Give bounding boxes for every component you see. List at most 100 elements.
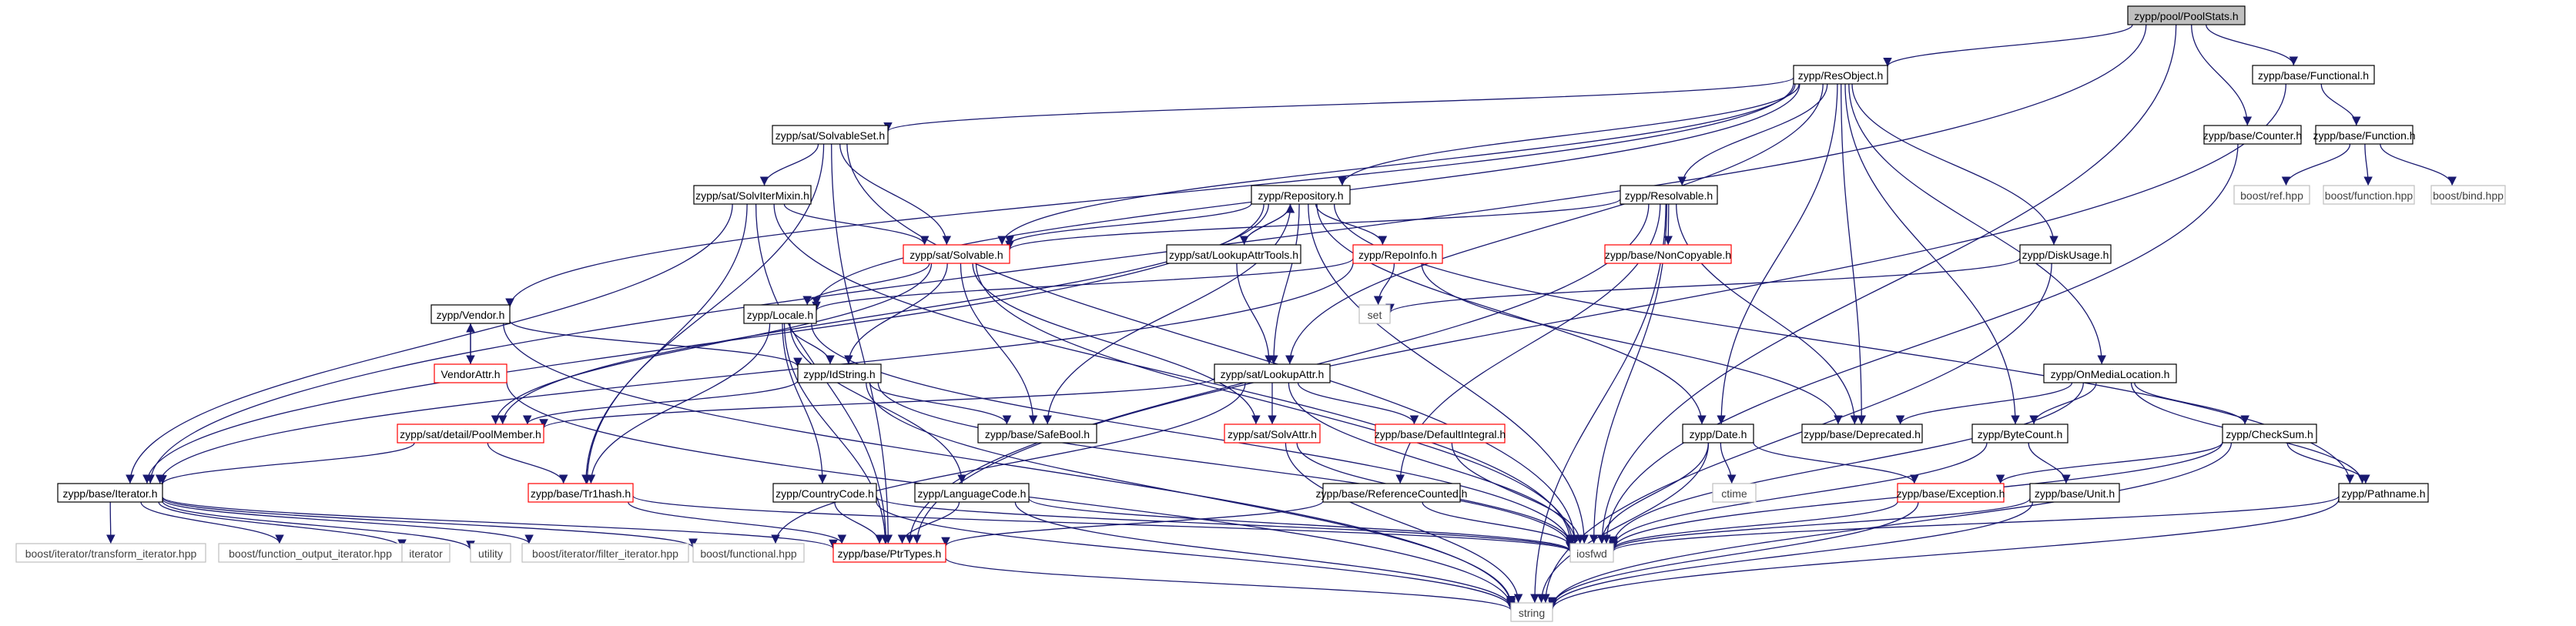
- node-iterator[interactable]: zypp/base/Iterator.h: [57, 483, 163, 503]
- node-box-deprecated: [1801, 423, 1923, 444]
- node-box-lookupattrtools: [1166, 244, 1301, 264]
- edge-resobject-to-repository: [1338, 83, 1800, 186]
- edge-onmedialocation-to-bytecount: [2029, 382, 2097, 425]
- edge-countrycode-to-iosfwd: [876, 496, 1575, 552]
- edge-repository-to-safebool: [1043, 203, 1291, 425]
- node-checksum[interactable]: zypp/CheckSum.h: [2222, 423, 2317, 444]
- node-set: set: [1358, 304, 1391, 324]
- node-languagecode[interactable]: zypp/LanguageCode.h: [914, 483, 1030, 503]
- node-box-boostfunction: [2323, 185, 2415, 205]
- edge-solvitermixin-to-trhash: [581, 203, 748, 484]
- edge-function-to-boostfunction: [2363, 143, 2373, 186]
- node-box-solvableset: [772, 125, 889, 145]
- edge-poolstats-to-iosfwd: [1597, 24, 2177, 544]
- node-diskusage[interactable]: zypp/DiskUsage.h: [2019, 244, 2112, 264]
- node-pathname[interactable]: zypp/Pathname.h: [2338, 483, 2429, 503]
- node-vendor[interactable]: zypp/Vendor.h: [430, 304, 511, 324]
- node-solvableset[interactable]: zypp/sat/SolvableSet.h: [772, 125, 889, 145]
- edge-resobject-to-diskusage: [1851, 83, 2058, 246]
- node-box-unit: [2029, 483, 2120, 503]
- node-safebool[interactable]: zypp/base/SafeBool.h: [977, 423, 1097, 444]
- node-ptrtypes[interactable]: zypp/base/PtrTypes.h: [832, 543, 946, 563]
- edge-idstring-to-safebool: [869, 382, 1012, 425]
- edge-idstring-to-string: [866, 382, 1516, 605]
- edge-solvable-to-safebool: [960, 263, 1038, 425]
- edge-refcounted-to-ptrtypes: [941, 500, 1324, 547]
- edge-solvableset-to-solvable: [839, 143, 952, 246]
- node-label-ptrtypes: zypp/base/PtrTypes.h: [838, 547, 942, 560]
- edge-lookupattr-to-defaultintegral: [1297, 382, 1419, 425]
- edge-countrycode-to-string: [876, 501, 1516, 609]
- node-countrycode[interactable]: zypp/CountryCode.h: [772, 483, 877, 503]
- edge-iterator-to-transformit: [106, 501, 116, 544]
- node-function[interactable]: zypp/base/Function.h: [2313, 125, 2416, 145]
- edge-poolmember-to-iterator: [158, 442, 415, 485]
- node-label-checksum: zypp/CheckSum.h: [2226, 428, 2313, 440]
- node-boostbind: boost/bind.hpp: [2430, 185, 2506, 205]
- edge-resobject-to-onmedialocation: [1848, 83, 2107, 365]
- edge-poolstats-to-counter: [2191, 24, 2253, 126]
- node-label-trhash: zypp/base/Tr1hash.h: [531, 487, 631, 500]
- node-onmedialocation[interactable]: zypp/OnMediaLocation.h: [2043, 363, 2177, 383]
- node-functional[interactable]: zypp/base/Functional.h: [2252, 65, 2375, 85]
- node-poolmember[interactable]: zypp/sat/detail/PoolMember.h: [397, 423, 544, 444]
- edge-repository-to-repoinfo: [1315, 203, 1388, 246]
- node-trhash[interactable]: zypp/base/Tr1hash.h: [528, 483, 634, 503]
- node-box-idstring: [797, 363, 882, 383]
- node-noncopyable[interactable]: zypp/base/NonCopyable.h: [1604, 244, 1732, 264]
- node-box-date: [1682, 423, 1754, 444]
- node-box-boostbind: [2430, 185, 2506, 205]
- edge-checksum-to-pathname: [2286, 442, 2370, 484]
- node-box-functional: [2252, 65, 2375, 85]
- node-lookupattrtools[interactable]: zypp/sat/LookupAttrTools.h: [1166, 244, 1301, 264]
- edge-exception-to-iosfwd: [1609, 501, 1898, 550]
- node-solvitermixin[interactable]: zypp/sat/SolvIterMixin.h: [693, 185, 812, 205]
- edge-repoinfo-to-locale: [812, 258, 1354, 311]
- node-bytecount[interactable]: zypp/ByteCount.h: [1971, 423, 2069, 444]
- node-vendorattr[interactable]: VendorAttr.h: [434, 363, 507, 383]
- node-defaultintegral[interactable]: zypp/base/DefaultIntegral.h: [1375, 423, 1506, 444]
- edge-trhash-to-ptrtypes: [628, 501, 847, 544]
- node-functionoutput: boost/function_output_iterator.hpp: [218, 543, 403, 563]
- node-resolvable[interactable]: zypp/Resolvable.h: [1620, 185, 1718, 205]
- node-lookupattr[interactable]: zypp/sat/LookupAttr.h: [1214, 363, 1331, 383]
- node-unit[interactable]: zypp/base/Unit.h: [2029, 483, 2120, 503]
- edge-resobject-to-bytecount: [1844, 83, 2020, 425]
- node-solvattr[interactable]: zypp/sat/SolvAttr.h: [1224, 423, 1321, 444]
- edge-resobject-to-date: [1717, 83, 1838, 425]
- node-exception[interactable]: zypp/base/Exception.h: [1897, 483, 2005, 503]
- node-locale[interactable]: zypp/Locale.h: [743, 304, 817, 324]
- node-box-iteratorstd: [401, 543, 451, 563]
- node-label-vendorattr: VendorAttr.h: [440, 368, 500, 380]
- node-label-onmedialocation: zypp/OnMediaLocation.h: [2051, 368, 2170, 380]
- node-date[interactable]: zypp/Date.h: [1682, 423, 1754, 444]
- node-box-lookupattr: [1214, 363, 1331, 383]
- node-resobject[interactable]: zypp/ResObject.h: [1793, 65, 1888, 85]
- node-label-repoinfo: zypp/RepoInfo.h: [1358, 249, 1437, 261]
- node-counter[interactable]: zypp/base/Counter.h: [2203, 125, 2302, 145]
- node-poolstats[interactable]: zypp/pool/PoolStats.h: [2127, 5, 2246, 25]
- node-label-iosfwd: iosfwd: [1576, 547, 1607, 560]
- node-label-boostfunction: boost/function.hpp: [2325, 189, 2414, 202]
- edge-exception-to-string: [1548, 501, 1919, 607]
- node-filterit: boost/iterator/filter_iterator.hpp: [521, 543, 689, 563]
- node-solvable[interactable]: zypp/sat/Solvable.h: [903, 244, 1010, 264]
- node-label-date: zypp/Date.h: [1690, 428, 1747, 440]
- edge-iterator-to-iteratorstd: [158, 501, 407, 549]
- edge-solvableset-to-solvitermixin: [759, 143, 819, 186]
- node-repository[interactable]: zypp/Repository.h: [1251, 185, 1351, 205]
- edge-resolvable-to-deprecated: [1676, 203, 1860, 425]
- node-idstring[interactable]: zypp/IdString.h: [797, 363, 882, 383]
- edge-vendor-to-string: [503, 323, 1516, 607]
- node-box-safebool: [977, 423, 1097, 444]
- edge-iterator-to-ptrtypes: [162, 496, 838, 549]
- node-deprecated[interactable]: zypp/base/Deprecated.h: [1801, 423, 1923, 444]
- edge-poolstats-to-functional: [2206, 24, 2299, 66]
- node-refcounted[interactable]: zypp/base/ReferenceCounted.h: [1316, 483, 1468, 503]
- edge-repository-to-poolmember: [497, 203, 1269, 425]
- node-label-safebool: zypp/base/SafeBool.h: [985, 428, 1090, 440]
- node-repoinfo[interactable]: zypp/RepoInfo.h: [1352, 244, 1443, 264]
- edge-counter-to-iosfwd: [1602, 143, 2239, 544]
- edge-lookupattr-to-boostfunctional: [771, 382, 1246, 544]
